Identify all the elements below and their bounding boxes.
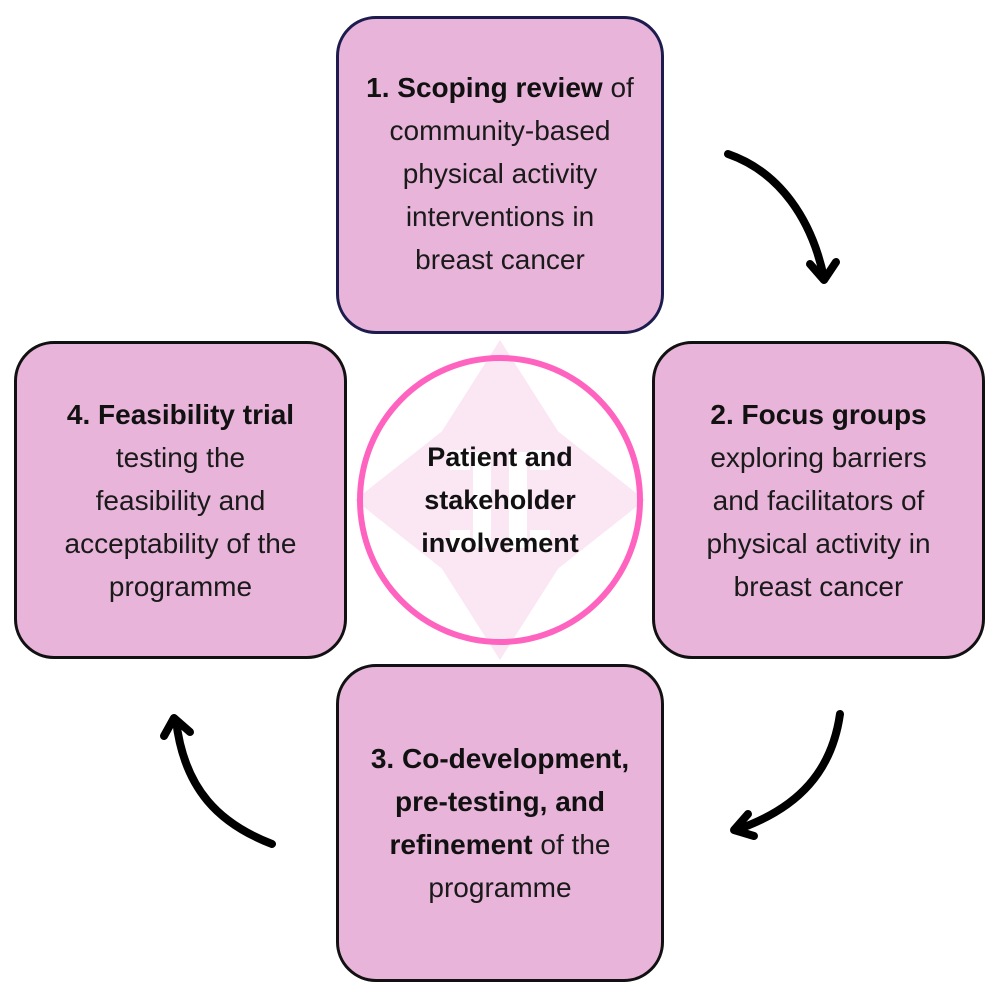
step-text-line: exploring barriers	[706, 436, 930, 479]
step-text-line: breast cancer	[706, 565, 930, 608]
step-text-line: and facilitators of	[706, 479, 930, 522]
step-description: acceptability of the	[64, 527, 297, 559]
step-text-line: breast cancer	[366, 238, 634, 281]
step-title: refinement	[389, 829, 533, 860]
curved-arrow-icon	[724, 150, 840, 284]
center-label-line: stakeholder	[424, 484, 576, 515]
step-title: pre-testing, and	[394, 786, 605, 817]
step-text: 2. Focus groups exploring barriers and fac…	[706, 393, 930, 608]
step-text-line: feasibility and	[65, 479, 297, 522]
step-text: 3. Co-development, pre-testing, and refine…	[371, 737, 629, 909]
step-description: programme	[428, 872, 572, 903]
step-box-co-development: 3. Co-development, pre-testing, and refine…	[336, 664, 664, 982]
step-text: 1. Scoping review of community-based physi…	[366, 66, 634, 281]
center-label-line: Patient and	[427, 441, 573, 472]
center-circle: Patient and stakeholder involvement	[357, 355, 643, 645]
step-text-line: community-based	[366, 109, 634, 152]
step-text-line: 4. Feasibility trial	[65, 393, 297, 436]
step-description: breast cancer	[733, 570, 904, 602]
step-description: testing the	[115, 441, 246, 473]
step-text-line: testing the	[65, 436, 297, 479]
center-label: Patient and stakeholder involvement	[421, 436, 579, 565]
step-text-line: acceptability of the	[65, 522, 297, 565]
step-box-feasibility-trial: 4. Feasibility trial testing the feasibili…	[14, 341, 347, 659]
step-text-line: 2. Focus groups	[706, 393, 930, 436]
step-title: 1. Scoping review	[366, 71, 603, 103]
step-description: community-based	[389, 114, 611, 146]
step-box-focus-groups: 2. Focus groups exploring barriers and fac…	[652, 341, 985, 659]
step-description: exploring barriers	[710, 441, 927, 473]
step-text-line: physical activity in	[706, 522, 930, 565]
step-text-line: physical activity	[366, 152, 634, 195]
step-description: breast cancer	[415, 243, 585, 275]
step-description: physical activity in	[706, 527, 931, 559]
step-text-line: pre-testing, and	[371, 780, 629, 823]
step-text-line: 3. Co-development,	[371, 737, 629, 780]
step-text-line: programme	[65, 565, 297, 608]
step-description: and facilitators of	[712, 484, 925, 516]
step-text-line: programme	[371, 866, 629, 909]
step-text-line: refinement of the	[371, 823, 629, 866]
curved-arrow-icon	[160, 714, 276, 848]
step-description: feasibility and	[95, 484, 266, 516]
curved-arrow-icon	[730, 710, 844, 840]
step-text: 4. Feasibility trial testing the feasibili…	[65, 393, 297, 608]
step-box-scoping-review: 1. Scoping review of community-based physi…	[336, 16, 664, 334]
step-text-line: 1. Scoping review of	[366, 66, 634, 109]
step-description: interventions in	[405, 200, 595, 232]
step-description: of the	[532, 829, 611, 860]
step-text-line: interventions in	[366, 195, 634, 238]
step-description: physical activity	[402, 157, 598, 189]
step-description: programme	[108, 570, 253, 602]
center-label-line: involvement	[421, 527, 579, 558]
step-title: 4. Feasibility trial	[66, 398, 295, 430]
step-title: 2. Focus groups	[710, 398, 927, 430]
step-description: of	[602, 71, 634, 103]
step-title: 3. Co-development,	[370, 743, 630, 774]
